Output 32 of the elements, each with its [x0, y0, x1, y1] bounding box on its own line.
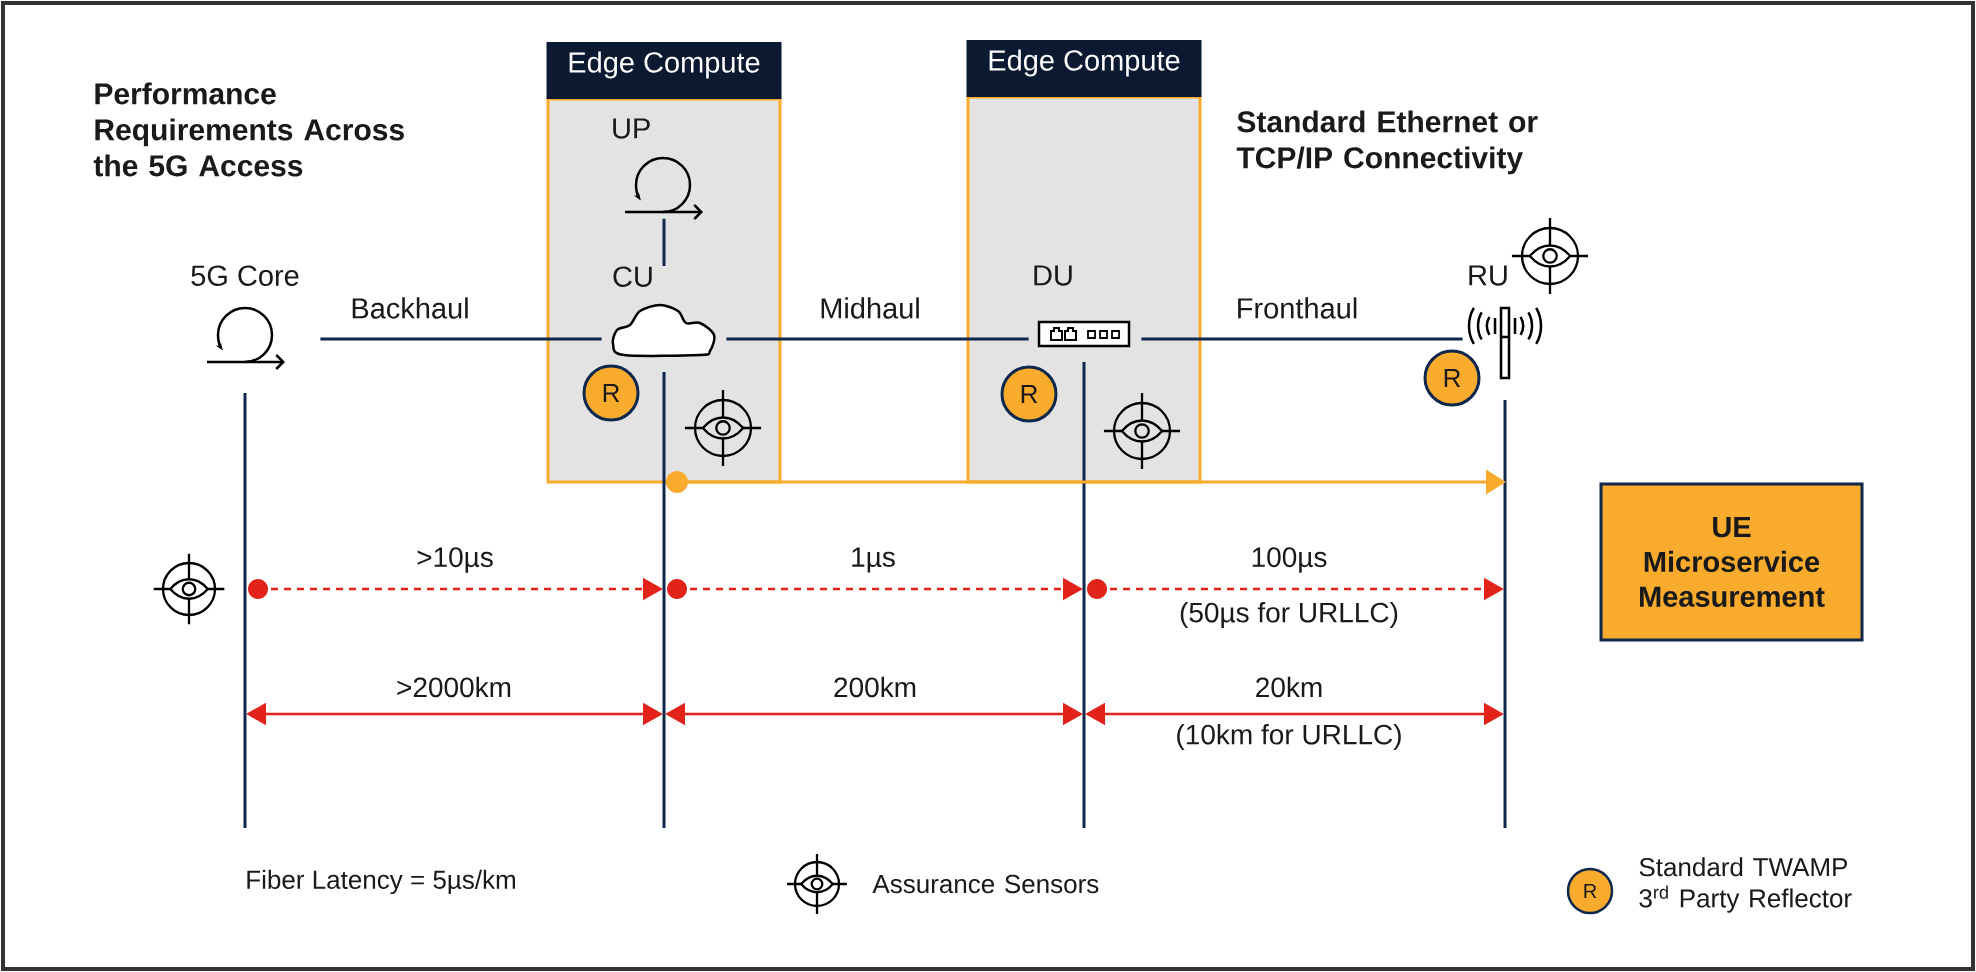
connector-line [662, 218, 666, 266]
node-label: CU [613, 266, 652, 287]
connector-line [726, 337, 1029, 341]
note: Fiber Latency = 5µs/km [247, 869, 515, 895]
reflector-badge: R [1423, 349, 1481, 407]
node-label: RU [1469, 265, 1507, 286]
legend-text: Standard TWAMP 3$^{rd}$ Party Reflector [1639, 857, 1852, 913]
node-label: 5G Core [191, 265, 299, 286]
node-label: Edge Compute [989, 49, 1180, 77]
connector-line [320, 337, 602, 341]
dimension-label: 1µs [852, 547, 895, 573]
dimension-label: 20km [1256, 676, 1322, 698]
dimension-label: (50µs for URLLC) [1180, 601, 1398, 629]
dimension-label: >10µs [417, 547, 493, 573]
heading: Standard Ethernet or TCP/IP Connectivity [1236, 110, 1538, 175]
edge-label: Fronthaul [1238, 297, 1357, 319]
legend-text: Assurance Sensors [872, 874, 1099, 894]
reflector-badge: R [1566, 867, 1614, 915]
node-label: UP [613, 118, 650, 139]
dimension-label: >2000km [397, 676, 511, 698]
node-label: Edge Compute [569, 51, 760, 79]
edge-label: Midhaul [821, 297, 919, 319]
dimension-label: (10km for URLLC) [1177, 723, 1401, 751]
node-label: DU [1034, 265, 1072, 286]
measurement-box: UE Microservice Measurement [1599, 482, 1864, 642]
connector-line [1141, 337, 1463, 341]
edge-label: Backhaul [352, 297, 468, 319]
reflector-badge: R [1000, 365, 1058, 423]
dimension-label: 100µs [1252, 547, 1327, 573]
dimension-label: 200km [834, 676, 916, 698]
title: Performance Requirements Across the 5G Access [93, 82, 404, 177]
reflector-badge: R [582, 364, 640, 422]
